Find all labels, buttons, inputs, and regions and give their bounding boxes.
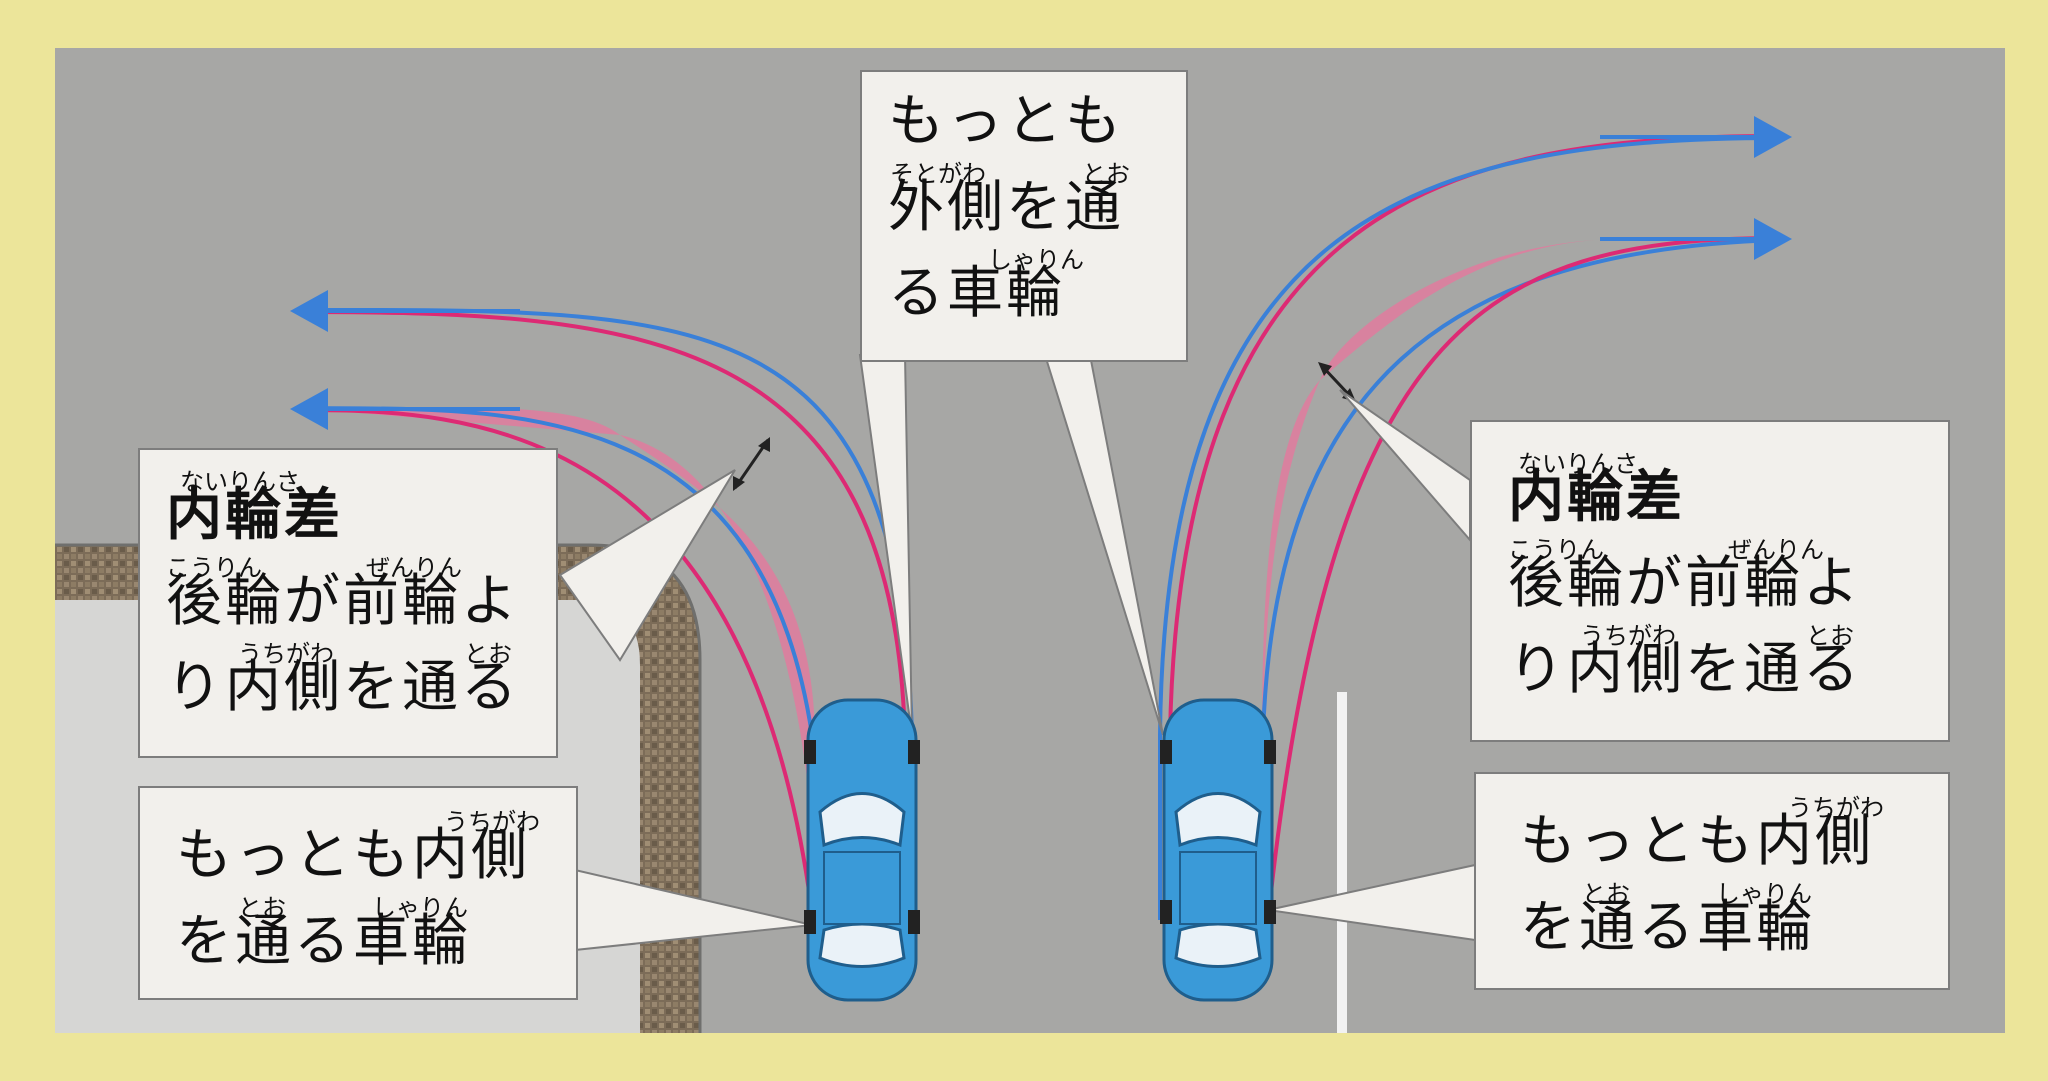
right-difference-title: 内輪差 <box>1508 465 1685 530</box>
left-difference-line-1: 後輪が前輪よ <box>166 569 520 634</box>
left-inner-wheel-ruby-3: しゃりん <box>372 894 468 922</box>
left-difference-ruby-2: ぜんりん <box>366 554 462 582</box>
right-front-inner-path <box>1266 236 1781 921</box>
right-car-icon <box>1160 698 1276 1002</box>
left-inner-wheel-line-2: を通る車輪 <box>176 909 471 974</box>
left-difference-pointer <box>558 469 736 662</box>
right-difference-ruby-3: うちがわ <box>1580 622 1676 650</box>
left-inner-wheel-ruby-1: うちがわ <box>444 808 540 836</box>
outer-wheel-label: もっとも そとがわ とお 外側を通 しゃりん る車輪 <box>860 70 1188 362</box>
outer-wheel-ruby-2: とお <box>1082 160 1130 188</box>
outer-wheel-line-3: る車輪 <box>888 261 1065 326</box>
left-inner-difference-label: ないりんさ 内輪差 こうりん ぜんりん 後輪が前輪よ うちがわ とお り内側を通る <box>138 448 558 758</box>
outer-wheel-ruby-3: しゃりん <box>988 246 1084 274</box>
left-difference-ruby-3: うちがわ <box>238 640 334 668</box>
outer-wheel-ruby-1: そとがわ <box>890 160 986 188</box>
outer-wheel-line-1: もっとも <box>888 89 1124 154</box>
right-inner-wheel-line-2: を通る車輪 <box>1520 895 1815 960</box>
right-front-outer-path <box>1158 136 1781 920</box>
right-inner-wheel-label: うちがわ もっとも内側 とお しゃりん を通る車輪 <box>1474 772 1950 990</box>
lane-line <box>1337 692 1347 1033</box>
right-rear-outer-path <box>1168 134 1781 920</box>
left-inner-wheel-line-1: もっとも内側 <box>176 823 530 888</box>
right-inner-wheel-ruby-1: うちがわ <box>1788 794 1884 822</box>
right-upper-arrow-head-icon <box>1754 116 1792 158</box>
left-difference-line-2: り内側を通る <box>166 655 520 720</box>
right-difference-line-1: 後輪が前輪よ <box>1508 551 1862 616</box>
right-difference-title-ruby: ないりんさ <box>1518 450 1638 478</box>
right-difference-ruby-2: ぜんりん <box>1728 536 1824 564</box>
right-inner-wheel-line-1: もっとも内側 <box>1520 809 1874 874</box>
right-rear-inner-path <box>1261 238 1781 920</box>
right-inner-difference-label: ないりんさ 内輪差 こうりん ぜんりん 後輪が前輪よ うちがわ とお り内側を通る <box>1470 420 1950 742</box>
left-rear-outer-path <box>299 310 907 920</box>
left-difference-ruby-4: とお <box>464 640 512 668</box>
left-inner-wheel-ruby-2: とお <box>238 894 286 922</box>
right-inner-wheel-ruby-3: しゃりん <box>1716 880 1812 908</box>
right-lower-arrow-head-icon <box>1754 218 1792 260</box>
right-difference-ruby-1: こうりん <box>1508 536 1604 564</box>
left-difference-title-ruby: ないりんさ <box>180 468 300 496</box>
bottom-frame <box>0 1053 2048 1081</box>
left-front-inner-path <box>299 408 815 921</box>
right-difference-line-2: り内側を通る <box>1508 637 1862 702</box>
right-difference-ruby-4: とお <box>1806 622 1854 650</box>
left-difference-title: 内輪差 <box>166 483 343 548</box>
left-inner-wheel-label: うちがわ もっとも内側 とお しゃりん を通る車輪 <box>138 786 578 1000</box>
right-inner-wheel-ruby-2: とお <box>1582 880 1630 908</box>
outer-wheel-line-2: 外側を通 <box>888 175 1124 240</box>
left-difference-ruby-1: こうりん <box>166 554 262 582</box>
left-car-icon <box>804 698 920 1002</box>
